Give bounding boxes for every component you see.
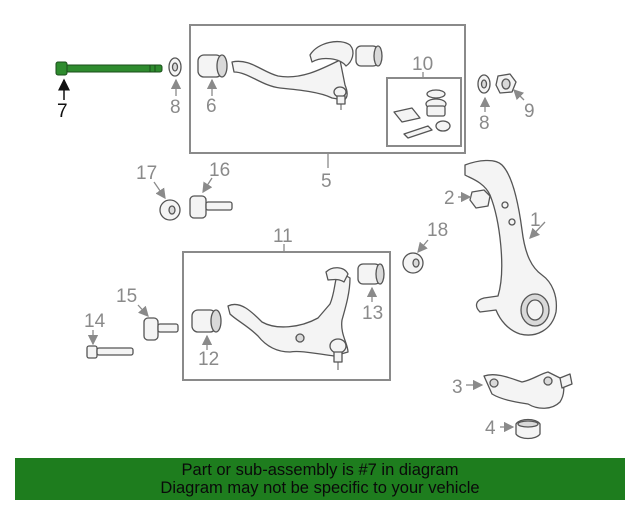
part-13-bushing[interactable] — [357, 263, 385, 285]
callout-6: 6 — [206, 96, 217, 117]
part-15-cam[interactable] — [143, 317, 179, 341]
callout-13: 13 — [362, 303, 383, 324]
callout-4: 4 — [485, 418, 496, 439]
callout-12: 12 — [198, 349, 219, 370]
part-6-bushing[interactable] — [197, 54, 228, 78]
part-17-cam[interactable] — [159, 199, 181, 221]
part-16-cam-bolt[interactable] — [189, 195, 233, 219]
part-9-nut[interactable] — [495, 73, 517, 94]
part-10-kit[interactable] — [393, 89, 451, 139]
upper-control-arm[interactable] — [231, 41, 354, 110]
callout-3: 3 — [452, 377, 463, 398]
callout-2: 2 — [444, 188, 455, 209]
callout-1: 1 — [530, 210, 541, 231]
callout-9: 9 — [524, 101, 535, 122]
callout-18: 18 — [427, 220, 448, 241]
part-3-bracket[interactable] — [483, 371, 573, 409]
banner-line-2: Diagram may not be specific to your vehi… — [160, 479, 480, 497]
part-2-nut[interactable] — [469, 189, 491, 209]
kit-group-box — [386, 77, 462, 147]
lower-arm-group-box — [182, 251, 391, 381]
part-4-nut[interactable] — [515, 418, 541, 440]
part-18-cam[interactable] — [402, 252, 424, 274]
part-7-bolt[interactable] — [55, 61, 163, 76]
callout-7: 7 — [57, 101, 68, 122]
callout-8-right: 8 — [479, 113, 490, 134]
info-banner: Part or sub-assembly is #7 in diagram Di… — [15, 458, 625, 500]
callout-5: 5 — [321, 171, 332, 192]
callout-8-left: 8 — [170, 97, 181, 118]
callout-15: 15 — [116, 286, 137, 307]
callout-16: 16 — [209, 160, 230, 181]
part-14-bolt[interactable] — [86, 345, 134, 359]
callout-17: 17 — [136, 163, 157, 184]
banner-line-1: Part or sub-assembly is #7 in diagram — [181, 461, 459, 479]
callout-10: 10 — [412, 54, 433, 75]
upper-arm-bushing[interactable] — [355, 45, 383, 67]
callout-11: 11 — [273, 226, 293, 247]
part-1-steering-knuckle[interactable] — [464, 159, 558, 336]
lower-control-arm[interactable] — [227, 267, 351, 370]
callout-14: 14 — [84, 311, 106, 332]
part-12-bushing[interactable] — [191, 309, 222, 333]
